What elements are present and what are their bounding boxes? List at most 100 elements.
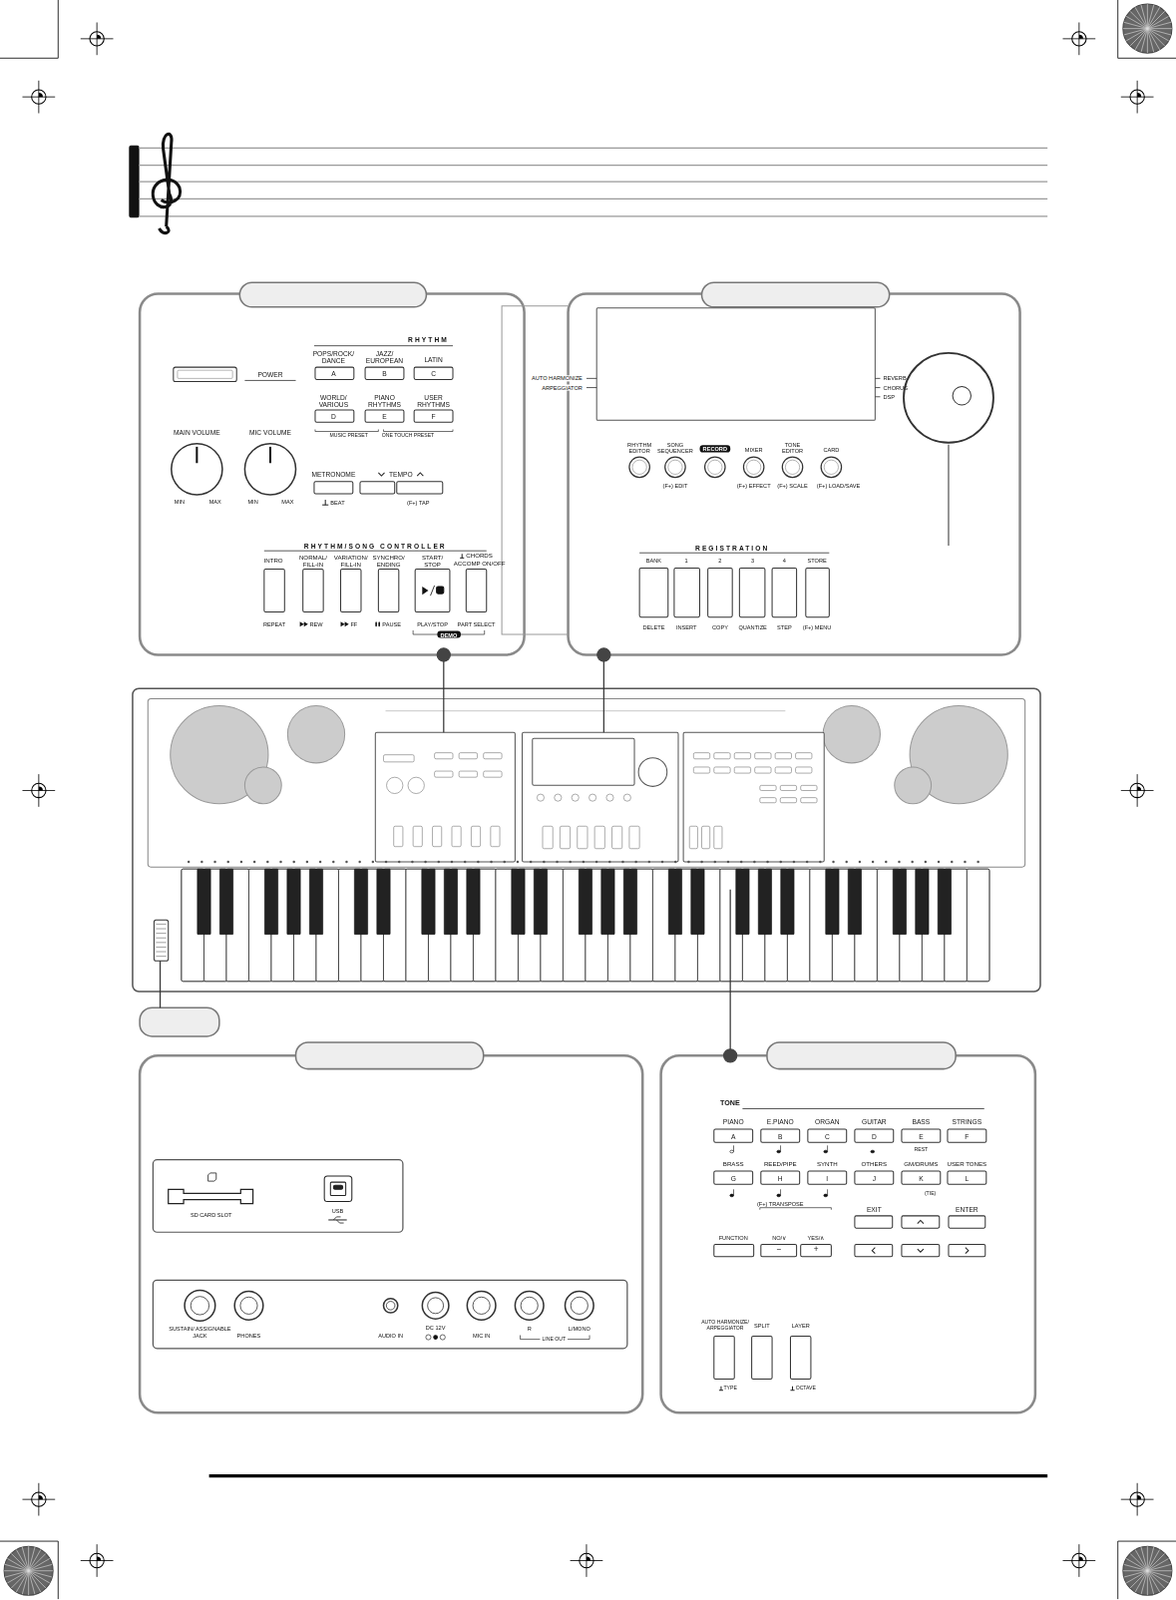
note-symbol [733, 1145, 735, 1152]
play-symbol [430, 585, 435, 596]
key-mark [700, 860, 703, 863]
key-mark [897, 860, 900, 863]
rhythm-button [413, 409, 453, 422]
note-symbol [730, 1193, 735, 1197]
mode-button [789, 1336, 810, 1380]
panel-label: AUTO HARMONIZE/ ARPEGGIATOR [698, 1319, 752, 1331]
leader-line [603, 654, 605, 733]
power-button [173, 367, 237, 382]
key-mark [924, 860, 927, 863]
speaker-grille [894, 767, 932, 804]
rewind-symbol [300, 621, 309, 627]
color-rosette [28, 1569, 54, 1571]
wheel-ridge [155, 932, 166, 934]
tone-button [807, 1171, 847, 1184]
key-mark [213, 860, 216, 863]
leader-line [730, 889, 732, 1057]
panel-label: REED/PIPE [764, 1161, 797, 1169]
round-button [823, 459, 838, 474]
label-underline [244, 380, 296, 382]
panel-label: ACCOMP ON/OFF [453, 560, 506, 568]
panel-label: (F+) EFFECT [737, 482, 772, 489]
rhythm-button [315, 367, 355, 380]
key-mark [950, 860, 953, 863]
wheel-ridge [155, 955, 166, 957]
mini-button [434, 771, 453, 778]
callout-panel: TONEPIANOE.PIANOORGANGUITARBASSSTRINGSAB… [661, 1055, 1036, 1413]
panel-label: ONE TOUCH PRESET [382, 432, 434, 439]
panel-label: VARIATION/ FILL-IN [331, 554, 371, 568]
mini-button [760, 797, 777, 803]
key-mark [476, 860, 479, 863]
connector-group [152, 1160, 403, 1233]
panel-label: B [382, 370, 387, 378]
tone-button [761, 1171, 800, 1184]
key-mark [595, 860, 598, 863]
panel-label: E [918, 1132, 923, 1140]
tone-button [947, 1129, 987, 1143]
panel-label: PLAY/STOP [416, 621, 448, 628]
key-mark [910, 860, 913, 863]
mini-button [714, 825, 723, 848]
key-mark [529, 860, 532, 863]
cursor-button [854, 1215, 893, 1228]
function-button [800, 1244, 832, 1257]
color-rosette [1147, 28, 1160, 50]
color-rosette [1124, 1570, 1149, 1577]
mode-button [752, 1336, 773, 1380]
mini-button [612, 825, 623, 848]
tone-button [901, 1171, 941, 1184]
key-mark [727, 860, 730, 863]
panel-label: LAYER [791, 1322, 810, 1329]
jack [520, 1296, 538, 1314]
black-key [825, 868, 839, 934]
usb-symbol [333, 1216, 341, 1220]
color-rosette [1147, 1570, 1149, 1596]
panel-label: ARPEGGIATOR [540, 384, 584, 391]
color-rosette [1135, 1549, 1148, 1570]
polarity-symbol [425, 1334, 431, 1340]
function-button [761, 1244, 797, 1257]
color-rosette [1141, 4, 1148, 29]
color-rosette [1123, 3, 1173, 53]
black-key [601, 868, 615, 934]
key-mark [753, 860, 756, 863]
black-key [781, 868, 794, 934]
connector-group [152, 1279, 627, 1349]
panel-label: MIN [247, 498, 258, 505]
panel-label: USER RHYTHMS [408, 393, 458, 409]
note-symbol [826, 1145, 828, 1152]
jack [184, 1290, 216, 1322]
panel-label: LATIN [423, 356, 442, 364]
callout-panel [139, 1055, 643, 1413]
panel-label: E [382, 412, 387, 420]
mini-button [542, 825, 553, 848]
panel-label: DC 12V [425, 1324, 446, 1331]
heading-rule [742, 1108, 984, 1110]
panel-frame [501, 306, 568, 635]
key-mark [397, 860, 400, 863]
mini-button [775, 753, 791, 760]
panel-label: E.PIANO [767, 1118, 794, 1126]
key-mark [976, 860, 979, 863]
panel-label: (F+) SCALE [777, 482, 807, 489]
black-key [892, 868, 906, 934]
black-key [668, 868, 682, 934]
panel-label: BRASS [723, 1161, 745, 1169]
callout-panel [568, 293, 1021, 655]
key-mark [345, 860, 348, 863]
heading-rule [639, 552, 829, 554]
shift-symbol [791, 1386, 793, 1391]
panel-label: (F+) MENU [802, 624, 832, 631]
dial-grip [952, 387, 971, 405]
registration-button [805, 568, 830, 618]
registration-mark [38, 785, 43, 790]
panel-label: SONG SEQUENCER [654, 441, 696, 454]
color-rosette [1147, 1570, 1160, 1592]
color-rosette [1147, 1570, 1154, 1595]
mini-button [780, 797, 796, 803]
panel-label: A [731, 1132, 736, 1140]
tone-button [714, 1129, 754, 1143]
note-symbol [826, 1188, 828, 1195]
color-rosette [1147, 28, 1149, 54]
